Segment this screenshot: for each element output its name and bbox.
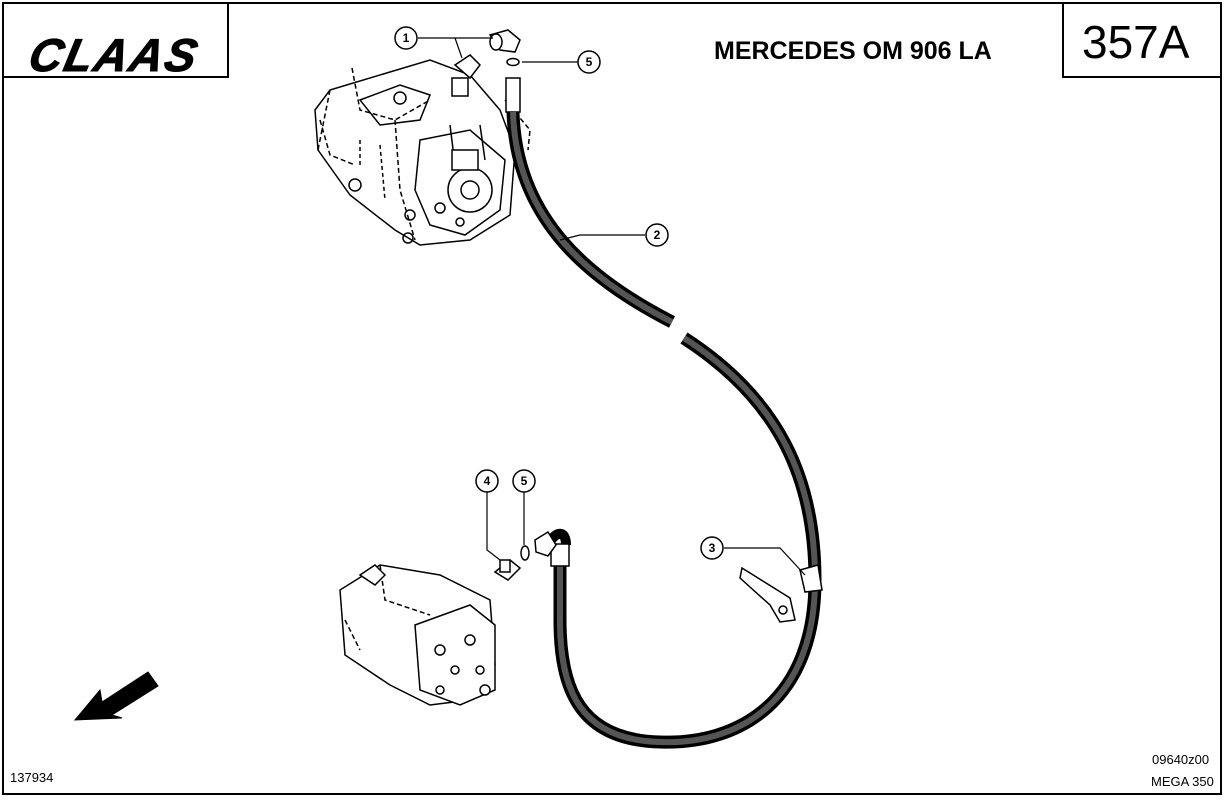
- engine-pump-assembly: [314, 59, 531, 246]
- footer-model: MEGA 350: [1151, 774, 1214, 789]
- callout-1-circle: [394, 26, 418, 50]
- header-rule-right: [1062, 76, 1222, 78]
- callout-4-circle: [475, 469, 499, 493]
- direction-arrow: [73, 671, 159, 721]
- footer-doc-code: 09640z00: [1152, 752, 1210, 767]
- page-title: MERCEDES OM 906 LA: [714, 37, 992, 65]
- footer-left-code: 137934: [10, 770, 54, 785]
- callout-5-bottom-circle: [512, 469, 536, 493]
- callout-5-top-label: 5: [586, 55, 593, 69]
- o-ring-top: [506, 57, 520, 67]
- callout-2-circle: [645, 223, 669, 247]
- callout-2-label: 2: [654, 228, 661, 242]
- hose-clamp: [739, 564, 823, 623]
- hose-lower: [543, 332, 822, 749]
- callout-5-top-circle: [577, 50, 601, 74]
- header-divider-right: [1062, 2, 1064, 78]
- header-rule: [2, 76, 229, 78]
- leader-lines: [418, 37, 806, 576]
- callout-3-circle: [700, 536, 724, 560]
- callout-4-label: 4: [484, 474, 491, 488]
- page-number: 357A: [1082, 16, 1190, 68]
- elbow-fittings-top: [451, 29, 521, 97]
- callout-5-bottom-label: 5: [521, 474, 528, 488]
- header-divider-left: [227, 2, 229, 78]
- callout-3-label: 3: [709, 541, 716, 555]
- callout-1-label: 1: [403, 31, 410, 45]
- bottom-fittings: [493, 530, 557, 581]
- callout-circles: [394, 26, 724, 560]
- hose-upper: [505, 77, 675, 328]
- hydraulic-pump-lower: [339, 564, 496, 706]
